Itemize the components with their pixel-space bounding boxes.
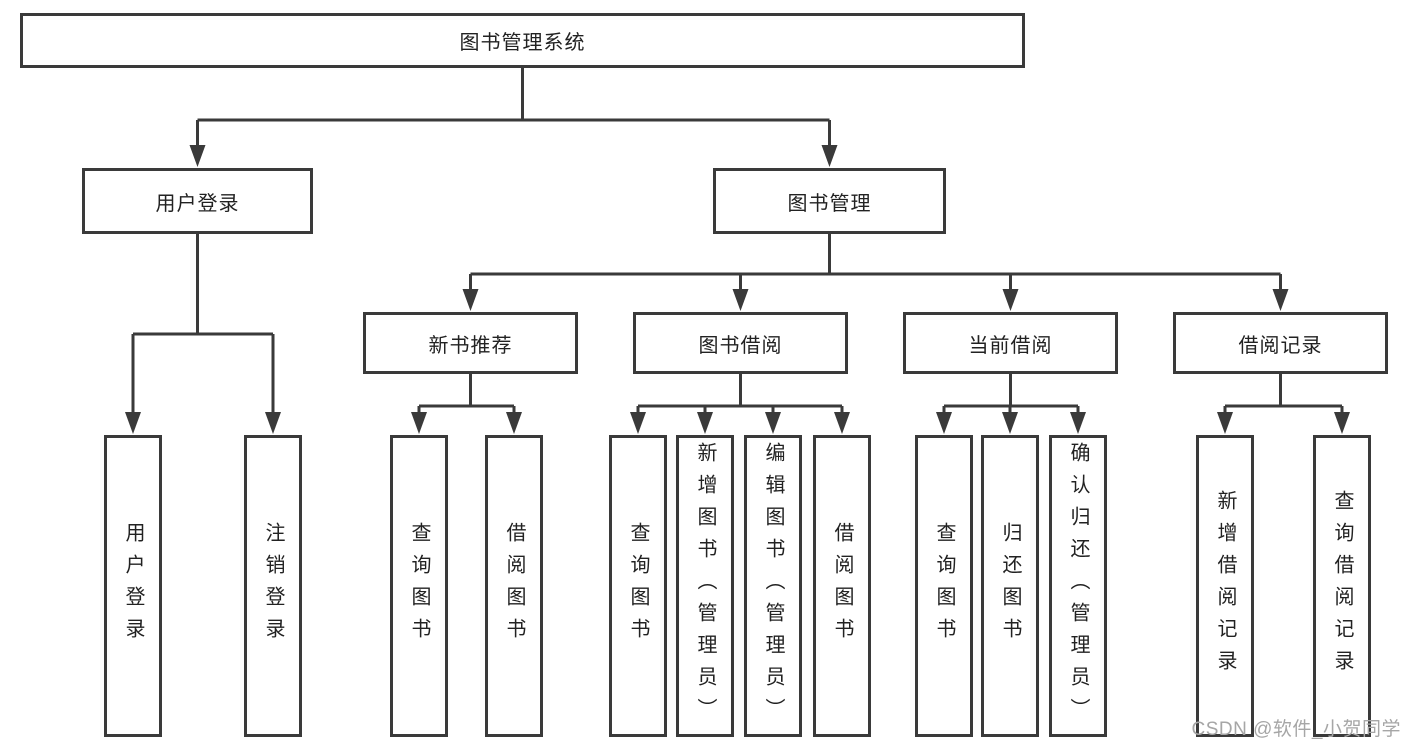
- node-borrow-records-label: 借阅记录: [1238, 334, 1323, 357]
- connector-root-to-level2: [189, 66, 838, 167]
- leaf-return-books-label: 归还图书: [999, 522, 1021, 650]
- leaf-query-books-2: 查询图书: [609, 435, 667, 737]
- leaf-user-login-label: 用户登录: [122, 522, 144, 650]
- leaf-query-borrow-record: 查询借阅记录: [1313, 435, 1371, 737]
- leaf-borrow-books-2-label: 借阅图书: [831, 522, 853, 650]
- leaf-add-borrow-record: 新增借阅记录: [1196, 435, 1254, 737]
- node-book-borrow: 图书借阅: [633, 312, 848, 374]
- leaf-query-borrow-record-label: 查询借阅记录: [1331, 490, 1353, 682]
- connector-borrow-records-to-leaves: [1217, 372, 1350, 434]
- node-book-management-label: 图书管理: [787, 192, 872, 215]
- node-root-system: 图书管理系统: [20, 13, 1025, 68]
- leaf-confirm-return-admin: 确认归还（管理员）: [1049, 435, 1107, 737]
- connector-book-mgmt-to-level3: [462, 232, 1289, 311]
- leaf-logout-label: 注销登录: [262, 522, 284, 650]
- leaf-query-books-3: 查询图书: [915, 435, 973, 737]
- leaf-query-books-1-label: 查询图书: [408, 522, 430, 650]
- leaf-query-books-1: 查询图书: [390, 435, 448, 737]
- leaf-return-books: 归还图书: [981, 435, 1039, 737]
- leaf-confirm-return-admin-label: 确认归还（管理员）: [1067, 442, 1089, 730]
- connector-book-borrow-to-leaves: [630, 372, 850, 434]
- leaf-borrow-books-1: 借阅图书: [485, 435, 543, 737]
- node-current-borrow-label: 当前借阅: [968, 334, 1053, 357]
- leaf-add-borrow-record-label: 新增借阅记录: [1214, 490, 1236, 682]
- connector-user-login-to-leaves: [125, 232, 281, 434]
- node-user-login-label: 用户登录: [155, 192, 240, 215]
- csdn-watermark: CSDN @软件_小贺同学: [1191, 719, 1401, 740]
- leaf-logout: 注销登录: [244, 435, 302, 737]
- leaf-edit-books-admin: 编辑图书（管理员）: [744, 435, 802, 737]
- node-root-system-label: 图书管理系统: [459, 32, 586, 54]
- leaf-edit-books-admin-label: 编辑图书（管理员）: [762, 442, 784, 730]
- leaf-borrow-books-2: 借阅图书: [813, 435, 871, 737]
- leaf-user-login: 用户登录: [104, 435, 162, 737]
- connector-current-borrow-to-leaves: [936, 372, 1086, 434]
- node-borrow-records: 借阅记录: [1173, 312, 1388, 374]
- leaf-add-books-admin-label: 新增图书（管理员）: [694, 442, 716, 730]
- node-new-book-recommend: 新书推荐: [363, 312, 578, 374]
- node-new-book-recommend-label: 新书推荐: [428, 334, 513, 357]
- node-book-management: 图书管理: [713, 168, 946, 234]
- leaf-query-books-2-label: 查询图书: [627, 522, 649, 650]
- node-book-borrow-label: 图书借阅: [698, 334, 783, 357]
- node-current-borrow: 当前借阅: [903, 312, 1118, 374]
- connector-new-books-to-leaves: [411, 372, 522, 434]
- node-user-login: 用户登录: [82, 168, 313, 234]
- leaf-borrow-books-1-label: 借阅图书: [503, 522, 525, 650]
- leaf-add-books-admin: 新增图书（管理员）: [676, 435, 734, 737]
- leaf-query-books-3-label: 查询图书: [933, 522, 955, 650]
